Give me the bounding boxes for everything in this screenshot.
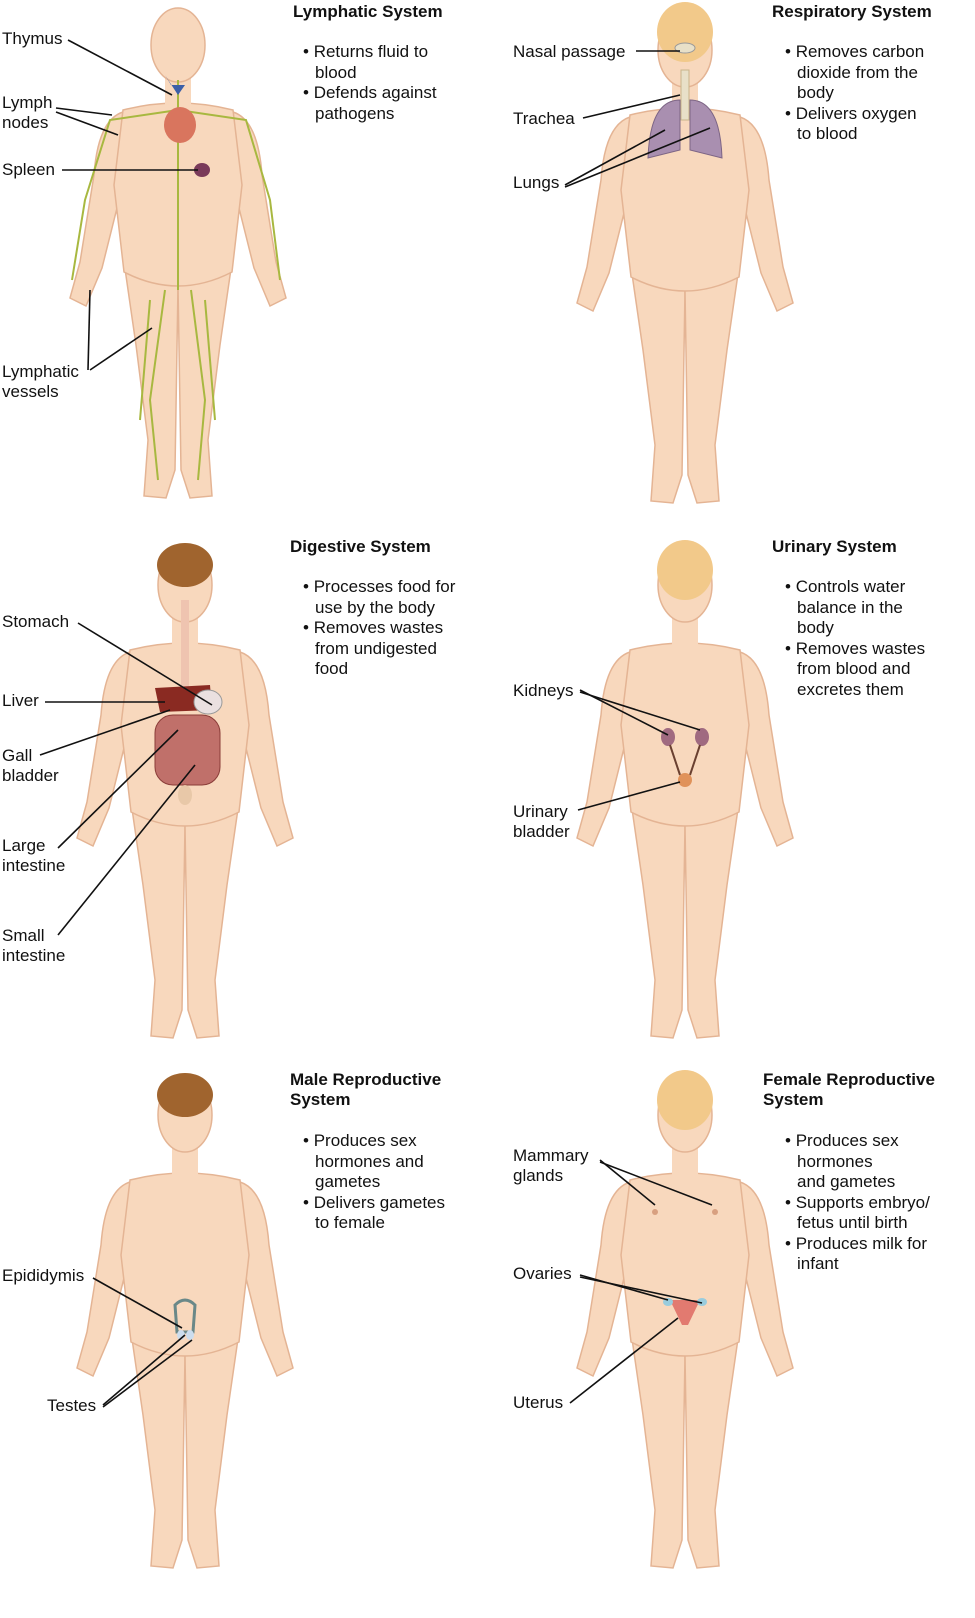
label-urinary-bladder: Urinary bladder [513, 802, 570, 841]
label-nasal-passage: Nasal passage [513, 42, 626, 61]
lymphatic-figure [69, 7, 287, 499]
label-testes: Testes [47, 1396, 97, 1415]
female-reproductive-title: Female Reproductive System [763, 1070, 935, 1109]
label-gall-bladder: Gall bladder [2, 746, 59, 785]
leader-lines [39, 39, 713, 1408]
lymphatic-title: Lymphatic System [293, 2, 443, 21]
digestive-figure [76, 543, 294, 1039]
female-functions: Produces sex hormones and gametes Suppor… [785, 1131, 975, 1275]
spleen-drawing [194, 163, 210, 177]
function-item: Removes wastes from undigested food [303, 618, 483, 680]
label-epididymis: Epididymis [2, 1266, 85, 1285]
function-item: Defends against pathogens [303, 83, 473, 124]
male-figure [76, 1073, 294, 1569]
digestive-title: Digestive System [290, 537, 431, 556]
thymus-drawing [165, 75, 192, 95]
male-reproductive-title: Male Reproductive System [290, 1070, 442, 1109]
urinary-figure [576, 540, 794, 1039]
function-item: Supports embryo/ fetus until birth [785, 1193, 975, 1234]
function-item: Produces sex hormones and gametes [303, 1131, 483, 1193]
lymphatic-functions: Returns fluid to blood Defends against p… [303, 42, 473, 124]
heart-drawing [164, 107, 196, 143]
function-item: Controls water balance in the body [785, 577, 965, 639]
digestive-functions: Processes food for use by the body Remov… [303, 577, 483, 680]
urinary-title: Urinary System [772, 537, 897, 556]
function-item: Delivers gametes to female [303, 1193, 483, 1234]
function-item: Processes food for use by the body [303, 577, 483, 618]
label-uterus: Uterus [513, 1393, 564, 1412]
label-trachea: Trachea [513, 109, 575, 128]
label-ovaries: Ovaries [513, 1264, 572, 1283]
label-spleen: Spleen [2, 160, 55, 179]
urinary-functions: Controls water balance in the body Remov… [785, 577, 965, 700]
label-liver: Liver [2, 691, 39, 710]
male-functions: Produces sex hormones and gametes Delive… [303, 1131, 483, 1234]
label-mammary-glands: Mammary glands [513, 1146, 589, 1185]
function-item: Delivers oxygen to blood [785, 104, 965, 145]
female-figure [576, 1070, 794, 1569]
label-lungs: Lungs [513, 173, 560, 192]
label-stomach: Stomach [2, 612, 70, 631]
respiratory-functions: Removes carbon dioxide from the body Del… [785, 42, 965, 145]
function-item: Removes wastes from blood and excretes t… [785, 639, 965, 701]
label-kidneys: Kidneys [513, 681, 574, 700]
function-item: Returns fluid to blood [303, 42, 473, 83]
label-small-intestine: Small intestine [2, 926, 66, 965]
respiratory-figure [576, 2, 794, 504]
respiratory-title: Respiratory System [772, 2, 932, 21]
label-lymph-nodes: Lymph nodes [2, 93, 53, 132]
label-lymphatic-vessels: Lymphatic vessels [2, 362, 79, 401]
function-item: Removes carbon dioxide from the body [785, 42, 965, 104]
label-large-intestine: Large intestine [2, 836, 66, 875]
function-item: Produces milk for infant [785, 1234, 975, 1275]
function-item: Produces sex hormones and gametes [785, 1131, 975, 1193]
label-thymus: Thymus [2, 29, 63, 48]
lymphatic-vessels-drawing [71, 80, 281, 481]
